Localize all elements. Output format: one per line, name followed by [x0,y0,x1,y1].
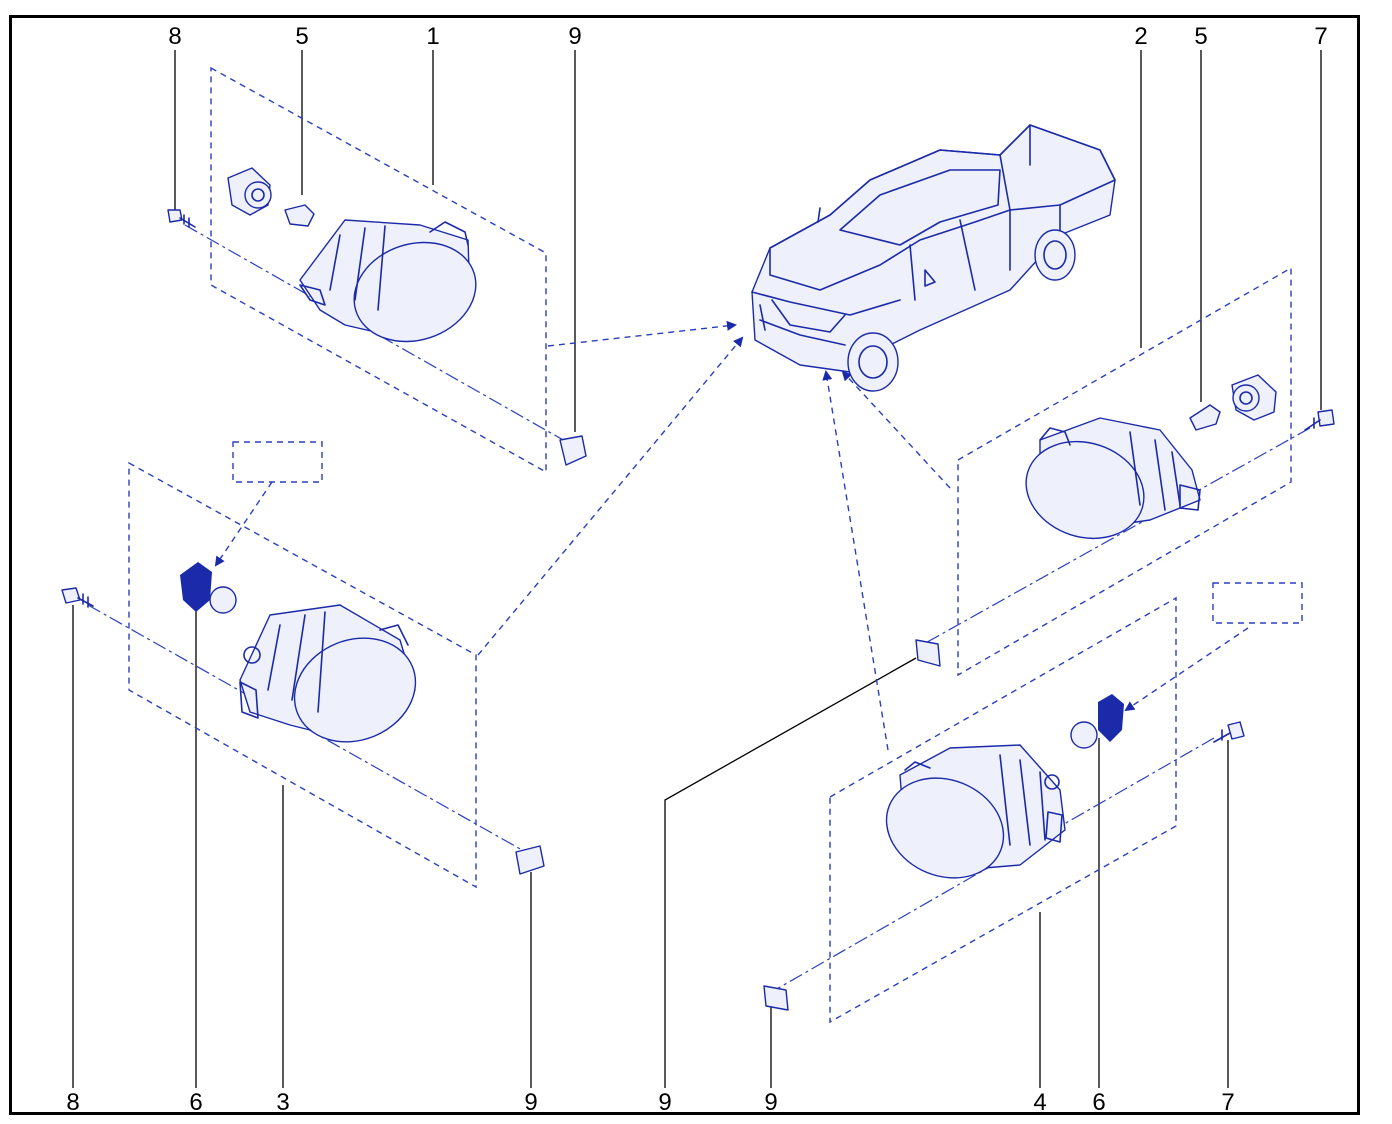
fog-lamp-icon [885,744,1066,879]
bulb-icon [284,204,315,227]
callout-bottom-9-c: 9 [764,1089,777,1116]
callout-top-2: 2 [1134,23,1147,50]
callout-bottom-4: 4 [1033,1089,1046,1116]
fog-lamp-1 [167,167,587,466]
fog-lamp-icon [1025,417,1201,540]
callout-top-7: 7 [1314,23,1327,50]
pickup-truck-icon [751,124,1116,392]
bulb-socket-icon [1231,374,1277,421]
assembly-outlines [128,66,1303,1024]
callout-top-9: 9 [568,23,581,50]
bulb-icon [209,586,237,614]
fog-lamp-icon [239,604,417,743]
callout-bottom-7: 7 [1221,1089,1234,1116]
bulb-icon [1070,721,1098,749]
fog-lamp-3 [61,562,545,875]
screw-icon [167,209,196,228]
screw-icon [1304,409,1335,431]
screw-icon [61,587,94,608]
diagram-frame [9,15,1360,1115]
callout-bottom-6-left: 6 [189,1089,202,1116]
clip-icon [763,985,789,1011]
assembly-centerlines [87,224,1311,991]
fog-lamp-icon [299,219,477,343]
leader-lines [72,50,1322,1088]
bulb-icon [1189,404,1221,431]
pointer-arrows [214,320,1249,751]
screw-icon [1213,721,1245,743]
clip-icon [915,639,941,667]
callout-top-1: 1 [426,23,439,50]
callout-top-5-right: 5 [1194,23,1207,50]
bulb-socket-icon [1098,694,1124,742]
callout-bottom-6-right: 6 [1092,1089,1105,1116]
callout-top-8: 8 [168,23,181,50]
clip-icon [515,845,545,875]
callout-bottom-3: 3 [276,1089,289,1116]
bulb-socket-icon [227,167,272,216]
callout-bottom-9-b: 9 [658,1089,671,1116]
callout-top-5-left: 5 [295,23,308,50]
callout-bottom-8: 8 [66,1089,79,1116]
clip-icon [559,435,587,466]
callout-bottom-9-a: 9 [524,1089,537,1116]
bulb-socket-icon [180,562,212,612]
fog-lamp-2 [915,374,1335,667]
fog-lamp-4 [763,694,1245,1011]
